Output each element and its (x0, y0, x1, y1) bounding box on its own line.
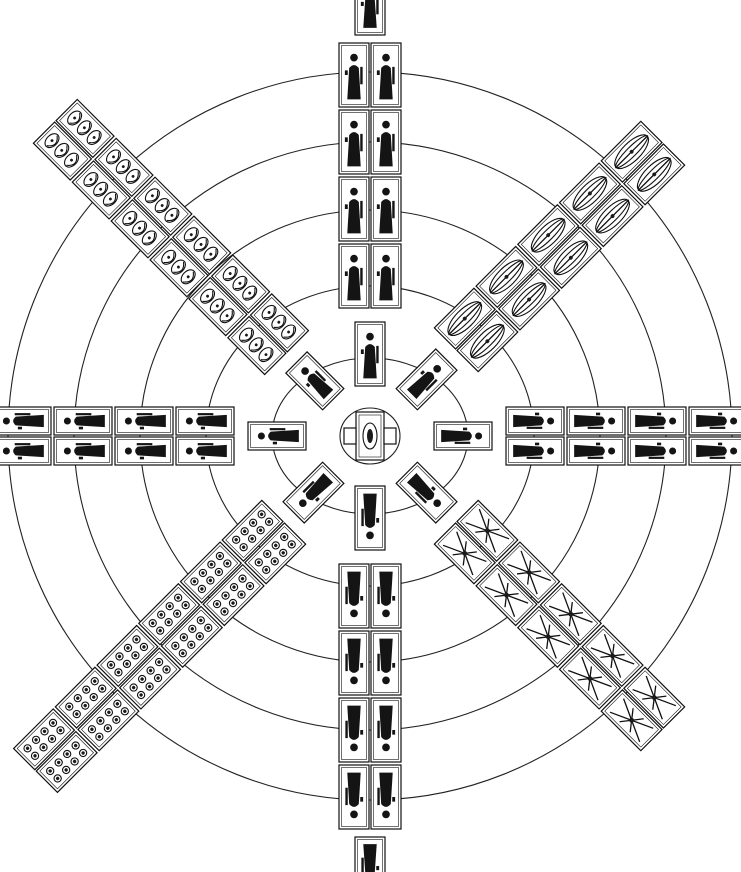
arm-north-card-4 (371, 177, 401, 241)
arm-east-card-2 (506, 437, 564, 465)
arm-north-card-6 (371, 110, 401, 174)
arm-north (339, 0, 401, 386)
arm-south-card-7 (371, 765, 401, 829)
arm-south-inner-card (355, 486, 385, 550)
arm-south-card-8 (339, 765, 369, 829)
arm-north-tip-card (355, 0, 385, 35)
center-card (356, 412, 384, 460)
arm-northwest (33, 99, 355, 421)
arm-south-card-4 (339, 631, 369, 695)
center-side-tab-2 (384, 428, 396, 444)
arm-west-card-8 (0, 407, 51, 435)
arm-south-card-1 (371, 564, 401, 628)
arm-north-card-3 (339, 177, 369, 241)
arm-east-inner-card (434, 422, 492, 450)
arm-west-card-5 (54, 437, 112, 465)
arm-east-card-8 (689, 437, 741, 465)
arm-northeast-inner-card (396, 349, 457, 410)
arm-north-card-8 (371, 43, 401, 107)
arm-west-card-6 (54, 407, 112, 435)
arm-west-card-4 (115, 407, 173, 435)
arm-north-card-2 (371, 244, 401, 308)
arm-south-tip-card (355, 837, 385, 872)
arm-south-card-3 (371, 631, 401, 695)
arm-north-card-1 (339, 244, 369, 308)
arm-west-card-7 (0, 437, 51, 465)
center-card-group (340, 408, 400, 464)
arm-northeast (385, 121, 685, 421)
arm-southwest (14, 451, 356, 793)
arm-east-card-5 (628, 407, 686, 435)
arm-southwest-inner-card (283, 462, 344, 523)
arm-south (339, 486, 401, 872)
arm-east-card-4 (567, 437, 625, 465)
arm-south-card-5 (371, 698, 401, 762)
center-side-tab-1 (344, 428, 356, 444)
arm-east-card-1 (506, 407, 564, 435)
arm-south-card-6 (339, 698, 369, 762)
arm-east-card-6 (628, 437, 686, 465)
arm-north-inner-card (355, 322, 385, 386)
arm-west-inner-card (248, 422, 306, 450)
arm-south-card-2 (339, 564, 369, 628)
arm-north-card-7 (339, 43, 369, 107)
arm-east-card-7 (689, 407, 741, 435)
arm-west (0, 407, 306, 465)
arm-west-card-3 (115, 437, 173, 465)
arm-southeast-inner-card (396, 462, 457, 523)
arm-north-card-5 (339, 110, 369, 174)
arm-east (434, 407, 741, 465)
arm-west-card-1 (176, 437, 234, 465)
arm-east-card-3 (567, 407, 625, 435)
arm-southeast (385, 451, 685, 751)
arm-northwest-inner-card (286, 352, 344, 410)
arm-west-card-2 (176, 407, 234, 435)
